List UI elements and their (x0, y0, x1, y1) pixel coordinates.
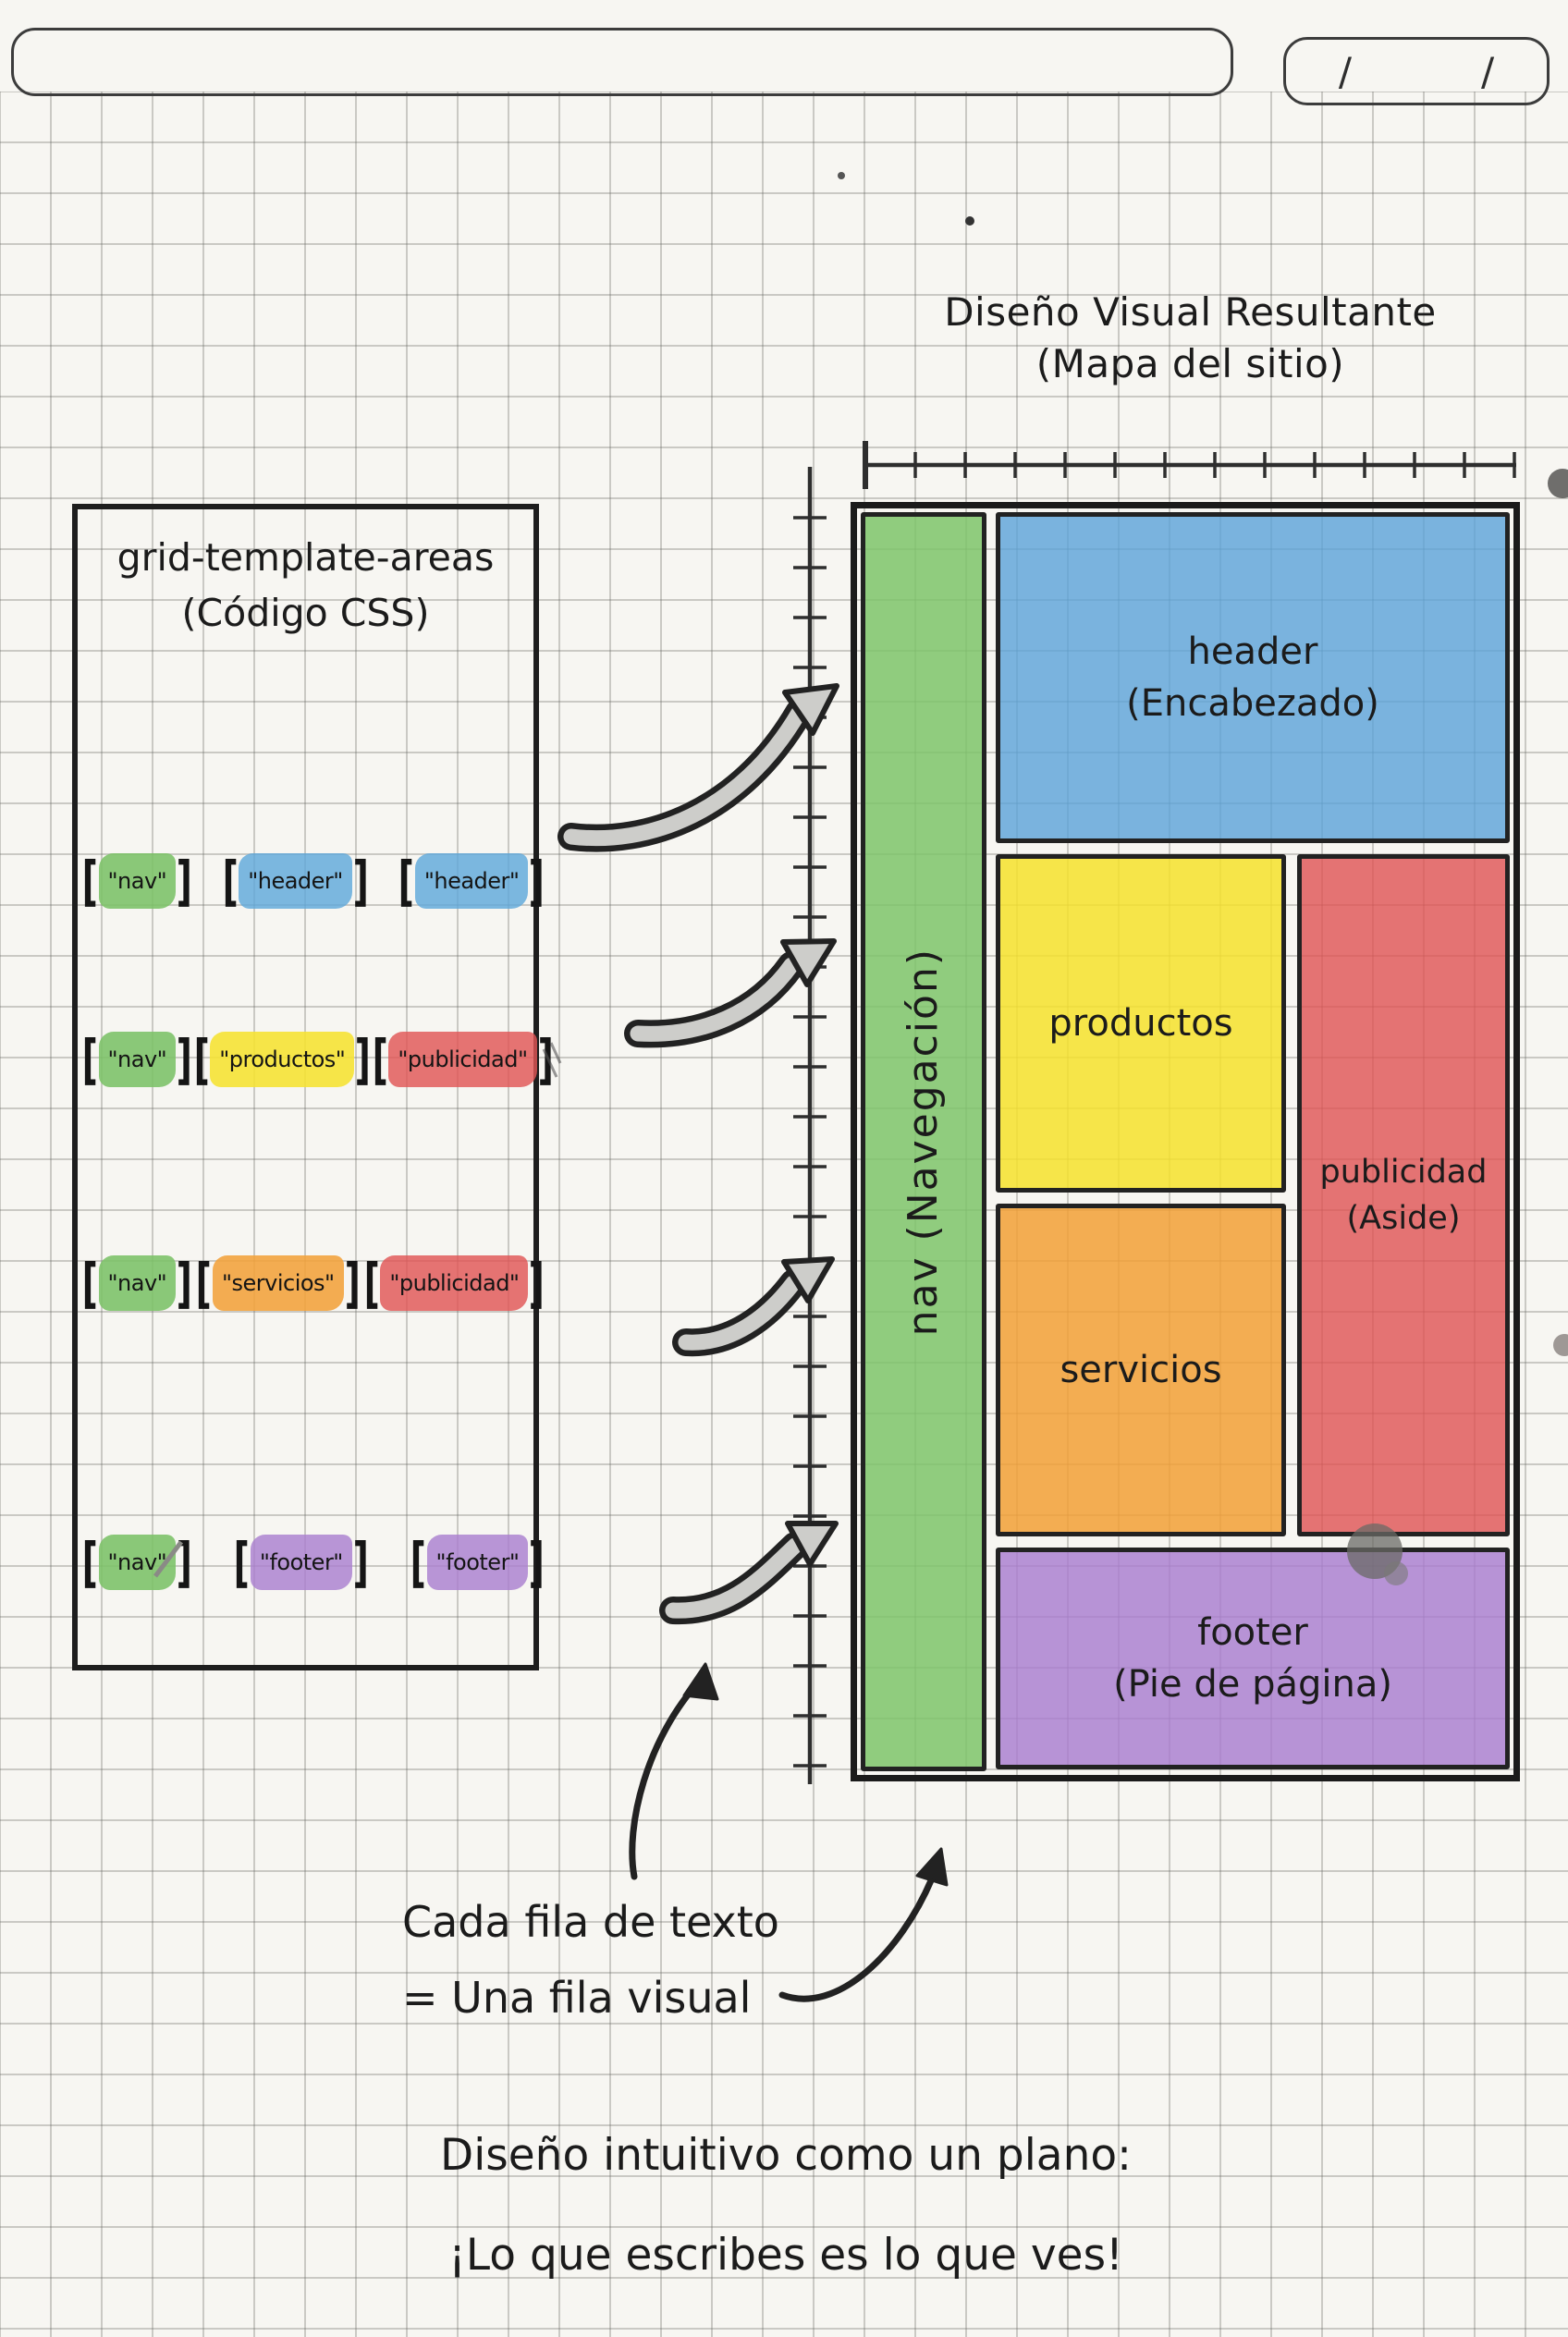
area-publicidad-label-line1: publicidad (1319, 1154, 1488, 1191)
grid-area-token-footer: [ "footer" ] (410, 1535, 545, 1590)
area-nav: nav (Navegación) (861, 512, 986, 1771)
grid-area-token-nav: [ "nav" ] (81, 1255, 193, 1311)
token-chip-nav: "nav" (98, 1535, 177, 1590)
layout-title-line1: Diseño Visual Resultante (944, 289, 1437, 335)
row-note-line1: Cada fila de texto (402, 1897, 779, 1947)
close-bracket: ] (529, 1530, 545, 1594)
close-bracket: ] (176, 1027, 193, 1091)
grid-area-token-header: [ "header" ] (222, 853, 370, 909)
area-header: header (Encabezado) (996, 512, 1510, 843)
grid-area-token-nav: [ "nav" ] (81, 1032, 193, 1087)
caption-line2: ¡Lo que escribes es lo que ves! (448, 2230, 1123, 2281)
area-publicidad: publicidad (Aside) (1297, 854, 1510, 1536)
layout-panel: nav (Navegación) header (Encabezado) pro… (851, 502, 1520, 1781)
open-bracket: [ (196, 1251, 213, 1315)
open-bracket: [ (410, 1530, 426, 1594)
layout-title-line2: (Mapa del sitio) (1035, 341, 1345, 386)
token-chip-nav: "nav" (98, 1032, 177, 1087)
code-title-line1: grid-template-areas (116, 535, 495, 580)
date-slash: / (1338, 48, 1352, 94)
code-row-3: [ "nav" ] [ "servicios" ] [ "publicidad"… (81, 1237, 545, 1329)
area-productos: productos (996, 854, 1286, 1193)
open-bracket: [ (372, 1027, 388, 1091)
open-bracket: [ (81, 849, 98, 912)
close-bracket: ] (352, 849, 369, 912)
close-bracket: ] (354, 1027, 372, 1091)
area-header-label-line2: (Encabezado) (1126, 682, 1379, 725)
token-chip-footer: "footer" (250, 1535, 352, 1590)
grid-area-token-nav: [ "nav" ] (81, 1535, 193, 1590)
close-bracket: ] (529, 849, 545, 912)
bottom-caption: Diseño intuitivo como un plano: ¡Lo que … (259, 2106, 1313, 2306)
code-row-4: [ "nav" ] [ "footer" ] [ "footer" ] (81, 1516, 545, 1609)
open-bracket: [ (81, 1027, 98, 1091)
grid-area-token-nav: [ "nav" ] (81, 853, 193, 909)
token-chip-header: "header" (414, 853, 529, 909)
grid-area-token-servicios: [ "servicios" ] (195, 1255, 361, 1311)
close-bracket: ] (537, 1027, 554, 1091)
open-bracket: [ (234, 1530, 251, 1594)
row-note-line2: = Una fila visual (402, 1973, 752, 2023)
token-chip-header: "header" (239, 853, 352, 909)
close-bracket: ] (176, 1530, 193, 1594)
token-chip-servicios: "servicios" (212, 1255, 344, 1311)
open-bracket: [ (81, 1251, 98, 1315)
grid-area-token-publicidad: [ "publicidad" ] (372, 1032, 554, 1087)
code-panel-title: grid-template-areas (Código CSS) (78, 530, 533, 641)
area-servicios-label: servicios (1060, 1349, 1222, 1391)
close-bracket: ] (176, 849, 193, 912)
code-panel: grid-template-areas (Código CSS) [ "nav"… (72, 504, 553, 1670)
open-bracket: [ (398, 849, 415, 912)
token-chip-productos: "productos" (210, 1032, 355, 1087)
close-bracket: ] (529, 1251, 545, 1315)
close-bracket: ] (176, 1251, 193, 1315)
token-chip-footer: "footer" (426, 1535, 529, 1590)
date-box: / / (1283, 37, 1550, 105)
code-row-2: [ "nav" ] [ "productos" ] [ "publicidad"… (81, 1013, 553, 1106)
layout-title: Diseño Visual Resultante (Mapa del sitio… (860, 287, 1521, 390)
row-equivalence-note: Cada fila de texto = Una fila visual (402, 1884, 779, 2036)
grid-area-token-productos: [ "productos" ] (193, 1032, 372, 1087)
close-bracket: ] (344, 1251, 361, 1315)
title-line-box (11, 28, 1233, 96)
grid-area-token-header: [ "header" ] (398, 853, 545, 909)
grid-area-token-footer: [ "footer" ] (233, 1535, 369, 1590)
area-publicidad-label-line2: (Aside) (1346, 1200, 1461, 1237)
open-bracket: [ (222, 849, 239, 912)
code-row-1: [ "nav" ] [ "header" ] [ "header" ] (81, 835, 545, 927)
close-bracket: ] (352, 1530, 369, 1594)
area-footer-label-line2: (Pie de página) (1113, 1663, 1392, 1706)
open-bracket: [ (81, 1530, 98, 1594)
date-slash: / (1481, 48, 1495, 94)
area-footer-label-line1: footer (1197, 1611, 1308, 1654)
token-chip-publicidad: "publicidad" (380, 1255, 529, 1311)
area-productos-label: productos (1048, 1002, 1233, 1045)
caption-line1: Diseño intuitivo como un plano: (440, 2130, 1132, 2181)
open-bracket: [ (363, 1251, 380, 1315)
open-bracket: [ (193, 1027, 210, 1091)
grid-area-token-publicidad: [ "publicidad" ] (363, 1255, 545, 1311)
area-header-label-line1: header (1187, 630, 1318, 673)
code-title-line2: (Código CSS) (181, 591, 430, 635)
token-chip-nav: "nav" (98, 1255, 177, 1311)
area-footer: footer (Pie de página) (996, 1548, 1510, 1769)
token-chip-publicidad: "publicidad" (388, 1032, 537, 1087)
area-servicios: servicios (996, 1204, 1286, 1536)
area-nav-label: nav (Navegación) (900, 947, 947, 1337)
token-chip-nav: "nav" (98, 853, 177, 909)
